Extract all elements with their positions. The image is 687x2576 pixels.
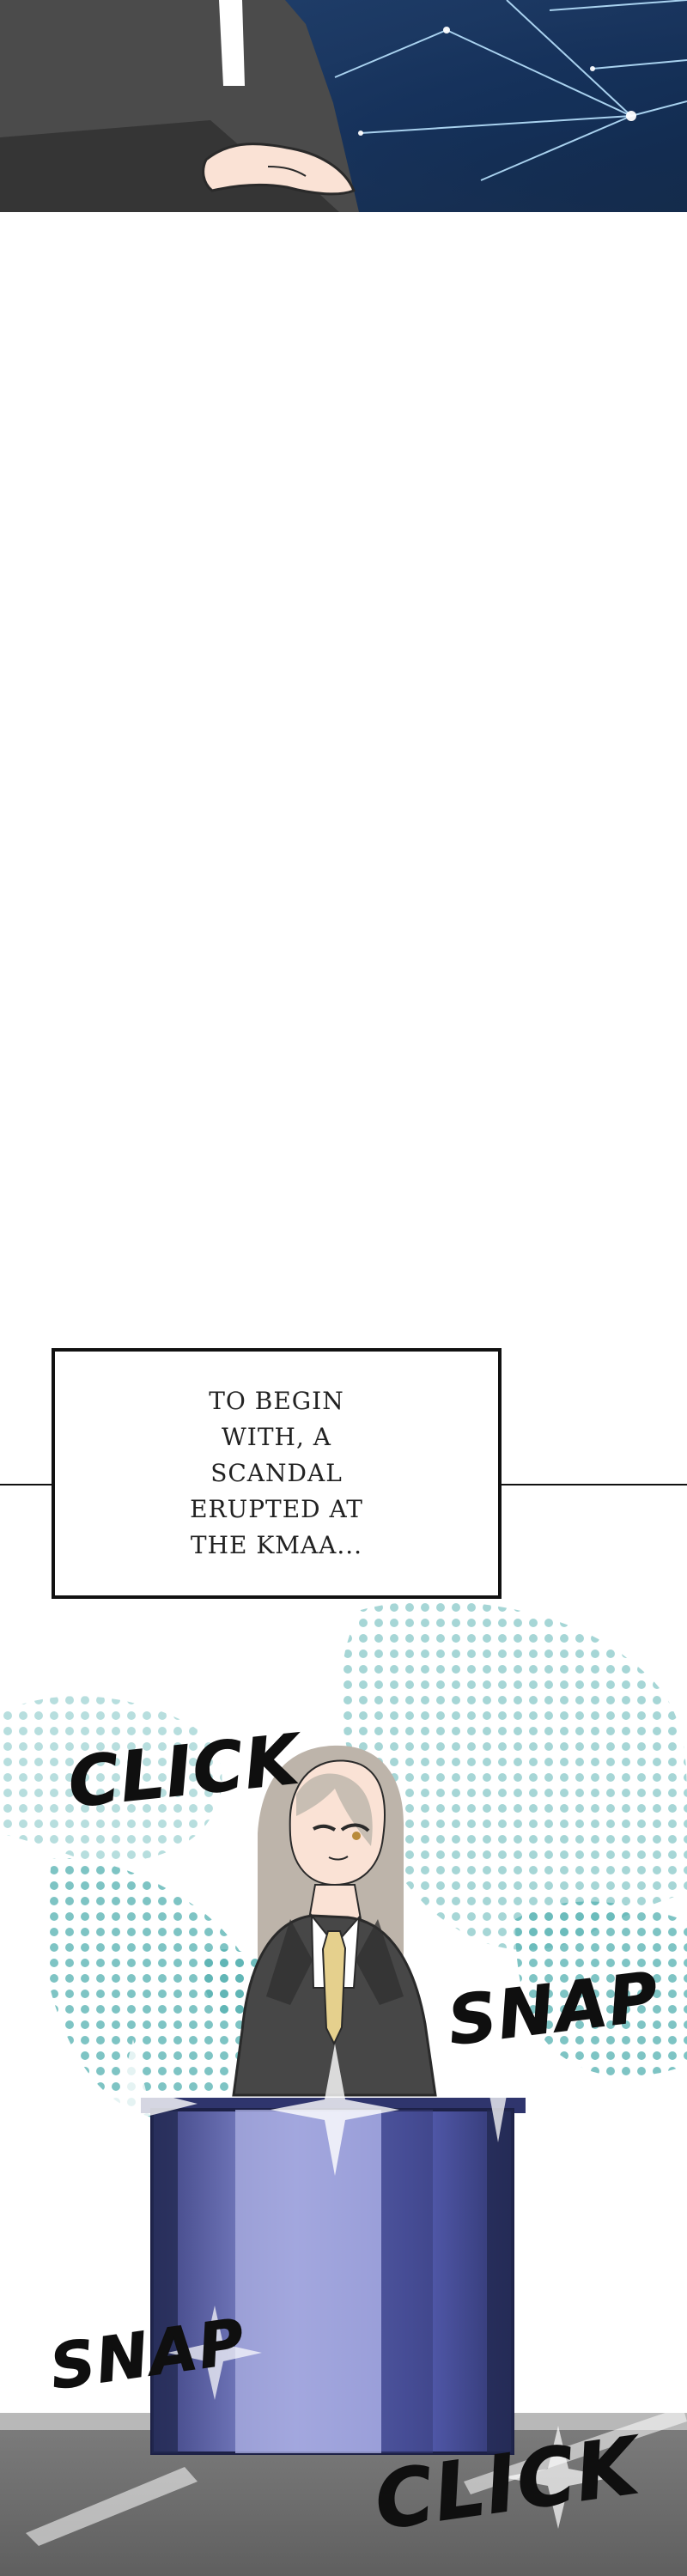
top-hand-shape bbox=[202, 143, 356, 196]
tie bbox=[321, 1930, 347, 2046]
dot-map-background bbox=[0, 1601, 687, 2124]
speaker bbox=[232, 1745, 437, 2097]
top-panel bbox=[0, 0, 687, 212]
panel-divider-right bbox=[502, 1484, 687, 1485]
press-conference-panel bbox=[0, 1601, 687, 2576]
panel-divider-left bbox=[0, 1484, 52, 1485]
caption-box: TO BEGIN WITH, A SCANDAL ERUPTED AT THE … bbox=[52, 1348, 502, 1599]
podium bbox=[141, 2098, 526, 2455]
caption-text: TO BEGIN WITH, A SCANDAL ERUPTED AT THE … bbox=[190, 1387, 363, 1559]
network-lines bbox=[334, 0, 687, 181]
camera-flash-icon bbox=[69, 2031, 614, 2529]
